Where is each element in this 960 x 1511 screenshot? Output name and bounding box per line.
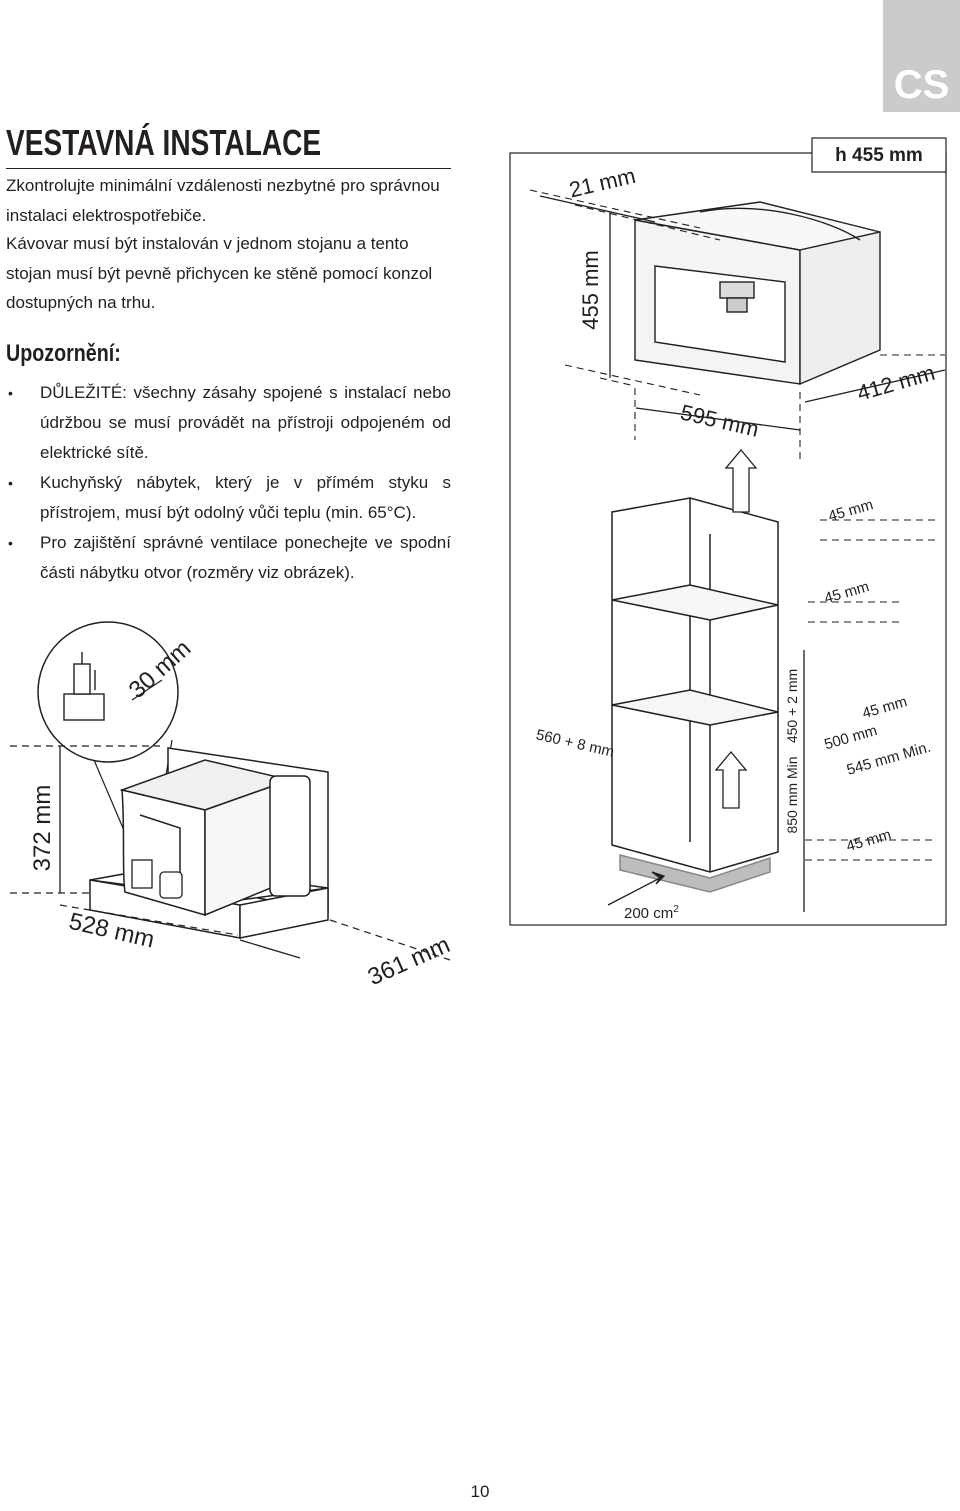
dimension-lines <box>539 195 946 912</box>
height-label-box <box>811 137 947 173</box>
appliance-body <box>119 759 311 917</box>
dim-line-30 <box>131 679 163 701</box>
appliance-drawing <box>634 201 881 386</box>
dim-200cm-superscript: 2 <box>673 904 679 915</box>
title-rule <box>6 168 451 169</box>
diagram-frame <box>509 152 947 926</box>
left-guides <box>10 745 451 961</box>
dim-450mm: 450 + 2 mm <box>784 669 800 743</box>
height-label: h 455 mm <box>835 145 923 166</box>
page-title: VESTAVNÁ INSTALACE <box>6 122 322 163</box>
dim-372mm: 372 mm <box>29 785 56 872</box>
plug-detail <box>63 652 105 721</box>
intro-paragraph-1: Zkontrolujte minimální vzdálenosti nezby… <box>6 176 440 225</box>
left-dimension-lines <box>59 746 301 959</box>
dim-455mm: 455 mm <box>578 250 603 329</box>
plug <box>131 859 183 899</box>
intro-paragraph-2: Kávovar musí být instalován v jednom sto… <box>6 234 433 312</box>
language-code: CS <box>893 63 950 107</box>
airflow-arrows <box>607 448 758 906</box>
page-number: 10 <box>470 1482 490 1501</box>
warning-list: DŮLEŽITÉ: všechny zásahy spojené s insta… <box>6 378 451 588</box>
dim-361mm: 361 mm <box>364 931 454 991</box>
language-tab: CS <box>883 0 960 112</box>
dim-200cm2: 200 cm2 <box>624 904 679 922</box>
warning-item: Pro zajištění správné ventilace ponechej… <box>6 528 451 588</box>
dimension-guides <box>529 189 945 861</box>
dim-200cm: 200 cm <box>624 905 673 922</box>
warning-heading: Upozornění: <box>6 340 121 367</box>
cabinet-drawing <box>611 497 779 893</box>
plug-detail-circle <box>37 621 179 763</box>
warning-item: DŮLEŽITÉ: všechny zásahy spojené s insta… <box>6 378 451 468</box>
dim-850mm: 850 mm Min <box>784 756 800 833</box>
warning-item: Kuchyňský nábytek, který je v přímém sty… <box>6 468 451 528</box>
